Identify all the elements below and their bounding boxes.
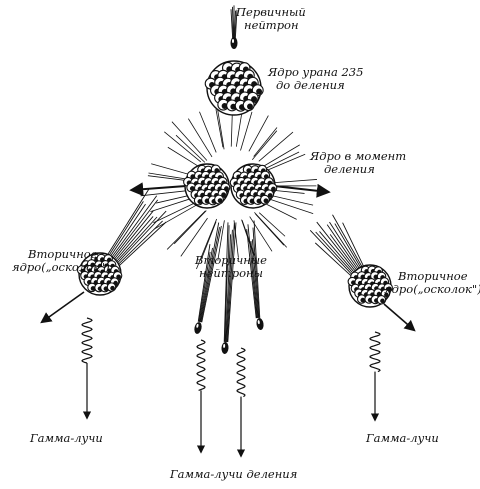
secondary-neutrons-line-2: нейтроны xyxy=(188,267,274,280)
left-fragment-arrow xyxy=(42,292,84,322)
primary-neutron-line-2: нейтрон xyxy=(236,19,306,32)
gamma-fission-ray-2 xyxy=(237,348,245,456)
nucleus-moment-line-2: деления xyxy=(310,163,406,176)
secondary-left-label: Вторичное ядро(„осколок") xyxy=(12,248,110,274)
nucleus-before-line-2: до деления xyxy=(268,79,363,92)
gamma-fission-ray-1 xyxy=(197,340,205,452)
nucleus-before-label: Ядро урана 235 до деления xyxy=(268,66,363,92)
fission-lobe-right xyxy=(230,164,276,208)
secondary-neutrons-label: Вторичные нейтроны xyxy=(188,254,274,280)
gamma-right-label: Гамма-лучи xyxy=(366,432,439,445)
sec-neutron-3 xyxy=(256,318,265,331)
sec-neutron-1 xyxy=(193,321,202,334)
gamma-left-label: Гамма-лучи xyxy=(30,432,103,445)
fission-arrow-left xyxy=(132,186,186,190)
fission-lobe-left xyxy=(184,164,230,208)
primary-neutron-label: Первичный нейтрон xyxy=(236,6,306,32)
secondary-left-line-2: ядро(„осколок") xyxy=(12,261,110,274)
sec-neutron-2-streaks xyxy=(224,222,236,342)
sec-neutron-2 xyxy=(221,342,229,354)
gamma-left-ray xyxy=(82,318,92,418)
uranium-nucleus xyxy=(205,61,263,115)
secondary-right-line-2: ядро(„осколок") xyxy=(384,283,480,296)
gamma-ray-waves xyxy=(82,318,380,456)
primary-neutron xyxy=(231,37,238,49)
right-fragment-streaks xyxy=(310,215,364,277)
right-fragment-arrow xyxy=(384,304,414,330)
gamma-fission-label: Гамма-лучи деления xyxy=(170,468,297,481)
left-fragment-streaks xyxy=(106,189,166,266)
secondary-right-label: Вторичное ядро(„осколок") xyxy=(384,270,480,296)
gamma-right-ray xyxy=(370,332,380,420)
nucleus-moment-label: Ядро в момент деления xyxy=(310,150,406,176)
